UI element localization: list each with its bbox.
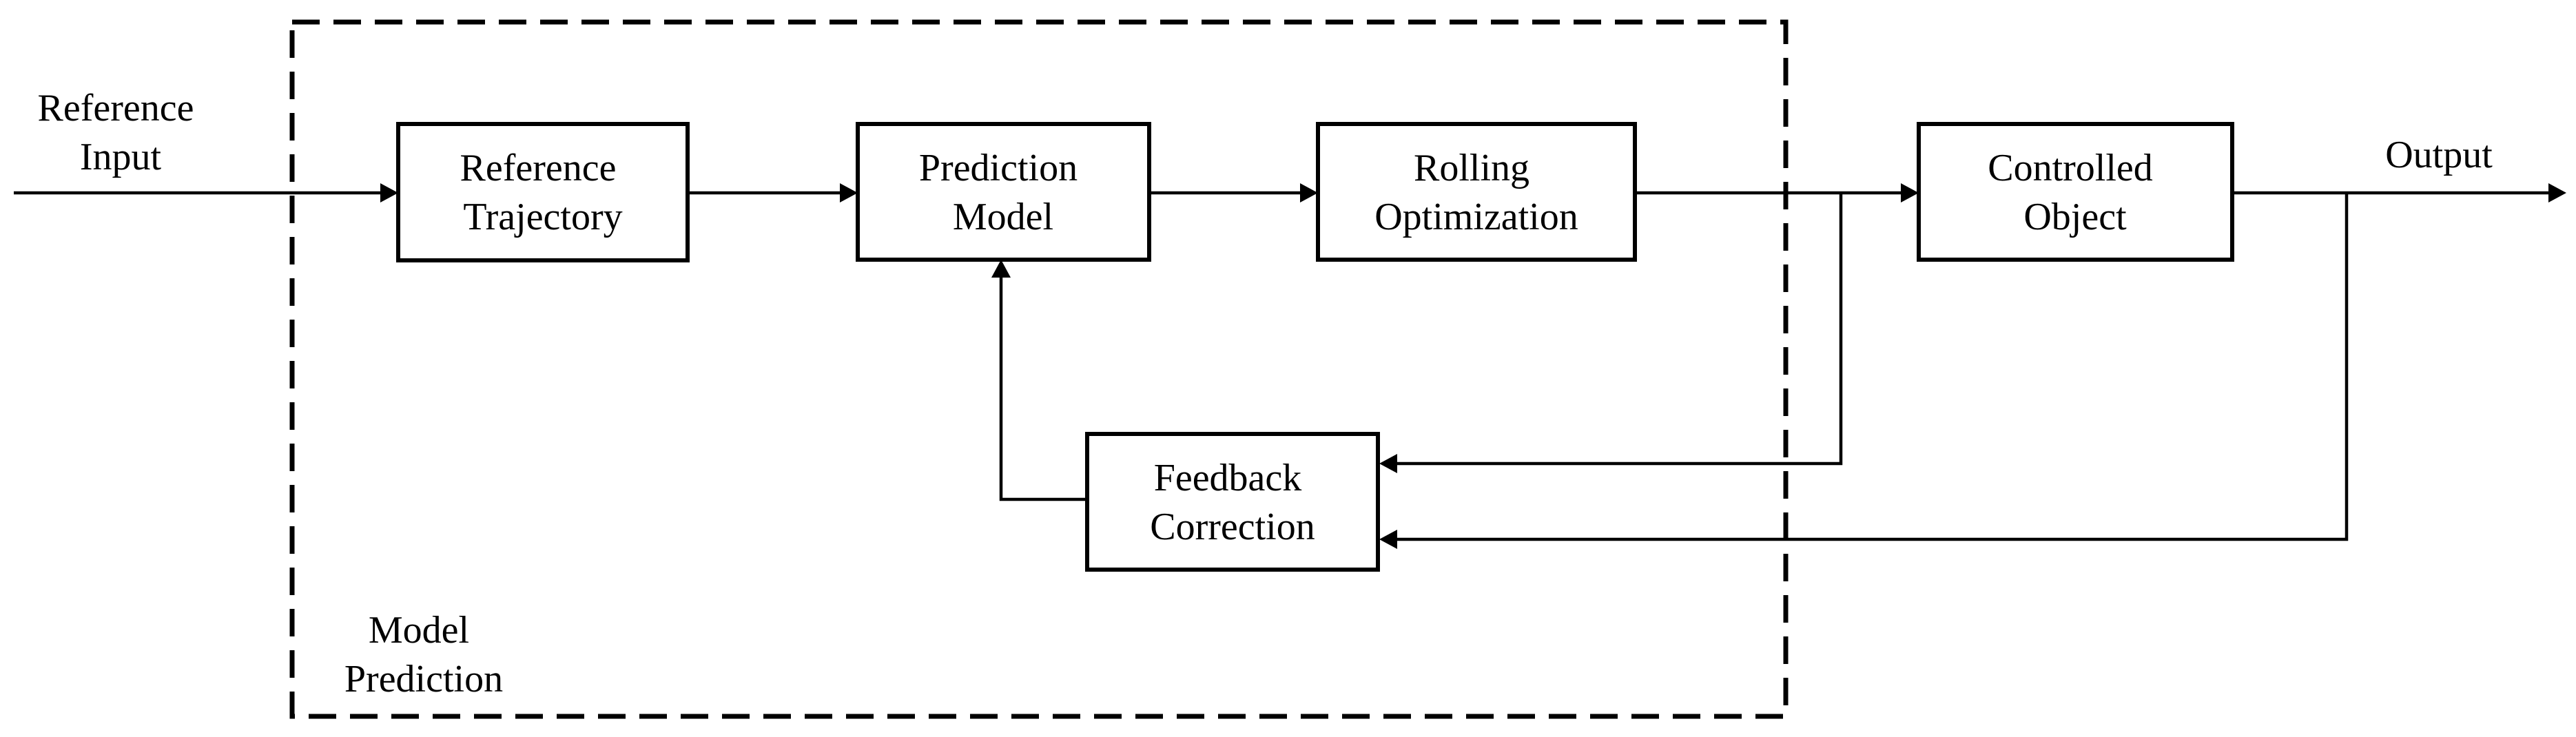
reference-input-label-line2: Input xyxy=(80,136,162,178)
svg-text:Controlled Object: Controlled Object xyxy=(1988,147,2163,238)
arrowhead-feedback-lower xyxy=(1379,530,1397,549)
feedback-correction-label-line1: Feedback xyxy=(1154,457,1302,499)
model-prediction-label-line1: Model xyxy=(369,609,469,652)
reference-input-label: Reference Input xyxy=(38,87,204,178)
reference-trajectory-label-line1: Reference xyxy=(460,147,617,189)
model-prediction-region xyxy=(289,19,1789,719)
rolling-optimization-label-line2: Optimization xyxy=(1374,196,1578,238)
prediction-model-label-line1: Prediction xyxy=(919,147,1078,189)
arrowhead-output xyxy=(2548,183,2566,203)
arrowhead-controlled-object xyxy=(1901,183,1919,203)
reference-trajectory-label-line2: Trajectory xyxy=(463,196,622,238)
rolling-optimization-block: Rolling Optimization xyxy=(1316,122,1637,262)
svg-text:Rolling Optimization: Rolling Optimization xyxy=(1374,147,1578,238)
prediction-model-block: Prediction Model xyxy=(856,122,1151,262)
arrowhead-prediction-model xyxy=(840,183,858,203)
svg-text:Prediction Model: Prediction Model xyxy=(919,147,1087,238)
controlled-object-label-line2: Object xyxy=(2023,196,2127,238)
reference-input-label-line1: Reference xyxy=(38,87,194,129)
model-prediction-label-line2: Prediction xyxy=(344,658,503,700)
arrowhead-rolling-optimization xyxy=(1300,183,1318,203)
wire-output-feedback xyxy=(1395,193,2349,541)
output-label: Output xyxy=(2385,134,2493,176)
rolling-optimization-label-line1: Rolling xyxy=(1414,147,1529,189)
controlled-object-block: Controlled Object xyxy=(1917,122,2234,262)
arrowhead-feedback-upper xyxy=(1379,454,1397,473)
arrowhead-reference-trajectory xyxy=(380,183,398,203)
reference-trajectory-block: Reference Trajectory xyxy=(396,122,690,262)
wire-control-feedback xyxy=(1395,193,1843,466)
model-prediction-label: Model Prediction xyxy=(344,609,503,700)
arrowhead-prediction-model-bottom xyxy=(991,260,1011,278)
feedback-correction-label-line2: Correction xyxy=(1150,506,1315,548)
svg-text:Feedback Correction: Feedback Correction xyxy=(1150,457,1315,548)
controlled-object-label-line1: Controlled xyxy=(1988,147,2153,189)
prediction-model-label-line2: Model xyxy=(953,196,1053,238)
feedback-correction-block: Feedback Correction xyxy=(1085,432,1380,572)
wire-feedback-to-prediction-model xyxy=(999,276,1087,501)
svg-text:Reference Trajectory: Reference Trajectory xyxy=(460,147,626,238)
